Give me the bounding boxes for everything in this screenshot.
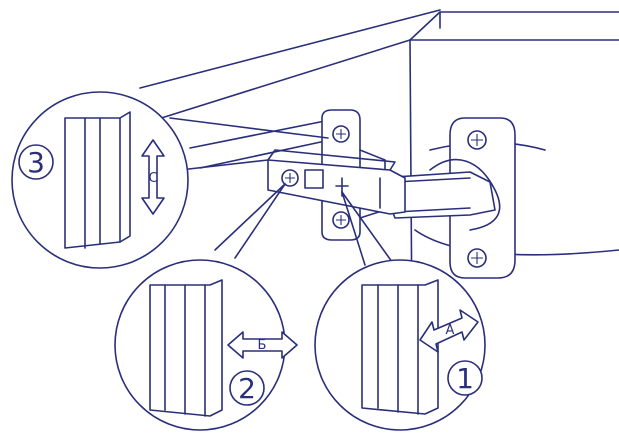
number-badge [229, 370, 265, 406]
number-badge [18, 144, 54, 180]
callout-number-1: 1 [456, 362, 474, 395]
leader-lines [169, 117, 406, 281]
callout-2-horizontal: 2 Б [114, 259, 298, 431]
callout-number-3: 3 [27, 146, 45, 179]
diagonal-arrow-icon [419, 309, 479, 353]
vertical-arrow-icon [141, 139, 165, 215]
callout-letter-b: Б [258, 338, 267, 353]
callout-letter-c: C [148, 171, 157, 186]
adjustment-window [304, 169, 324, 189]
callout-number-2: 2 [238, 372, 256, 405]
hinge-arm [379, 171, 496, 219]
horizontal-arrow-icon [227, 331, 298, 359]
number-badge [447, 360, 483, 396]
callout-letter-a: A [446, 323, 455, 338]
hinge-body [267, 149, 406, 215]
callout-3-vertical: 3 C [11, 91, 189, 269]
callout-1-depth: 1 A [314, 259, 486, 431]
